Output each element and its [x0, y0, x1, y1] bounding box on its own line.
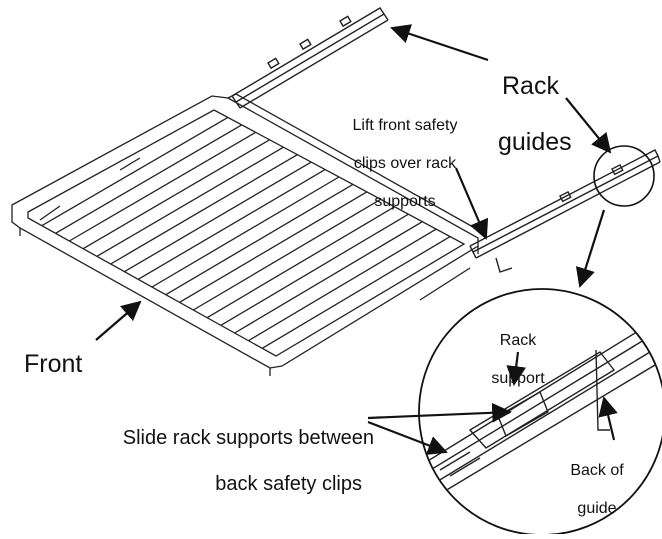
rack-wire — [82, 139, 270, 250]
rack-wire — [234, 221, 423, 334]
label-lift-front-safety-clips: Lift front safety clips over rack suppor… — [330, 97, 480, 230]
arrow-front — [95, 300, 142, 341]
rack-wire — [69, 131, 256, 242]
label-back-of-guide: Back of guide — [552, 442, 642, 537]
callout-arrows — [95, 24, 618, 455]
label-rack-guides-line2: guides — [498, 128, 572, 156]
rack-wire — [193, 198, 381, 311]
rack-wire — [55, 124, 243, 234]
label-lift-line1: Lift front safety — [352, 117, 458, 134]
label-rack-guides: Rack guides — [498, 44, 608, 184]
label-slide-rack-supports: Slide rack supports between back safety … — [44, 404, 374, 519]
rack-wire — [261, 235, 451, 349]
label-front: Front — [24, 322, 82, 378]
label-lift-line2: clips over rack — [353, 155, 457, 172]
rack-wires — [41, 116, 451, 349]
label-rack-support-line1: Rack — [499, 332, 537, 349]
left-rack-guide — [231, 7, 389, 109]
arrow-rack-support — [506, 351, 527, 386]
label-back-of-guide-line2: guide — [577, 500, 617, 517]
label-rack-guides-line1: Rack — [502, 72, 559, 100]
arrow-lift-clips — [454, 167, 489, 240]
arrow-ring-to-magnifier — [575, 209, 606, 288]
arrow-rack-guides-right — [565, 97, 612, 154]
label-lift-line3: supports — [374, 193, 436, 210]
rack-wire — [220, 213, 409, 326]
oven-rack — [11, 93, 483, 376]
rack-wire — [165, 183, 354, 296]
label-slide-line1: Slide rack supports between — [122, 427, 374, 449]
rack-wire — [151, 176, 340, 288]
label-rack-support-line2: support — [491, 370, 545, 387]
arrow-back-of-guide — [598, 396, 618, 441]
label-rack-support: Rack support — [468, 312, 568, 407]
rack-wire — [248, 228, 437, 342]
detail-ring — [593, 145, 655, 207]
arrow-rack-guides-left — [390, 24, 489, 62]
arrow-slide-2 — [367, 420, 448, 455]
label-back-of-guide-line1: Back of — [570, 462, 624, 479]
rack-wire — [179, 191, 368, 303]
label-slide-line2: back safety clips — [215, 473, 362, 495]
rack-wire — [110, 154, 298, 265]
rack-wire — [206, 206, 395, 319]
rack-wire — [96, 146, 284, 257]
rack-wire — [137, 168, 326, 280]
rack-wire — [41, 116, 229, 227]
arrow-slide-1 — [367, 402, 512, 423]
magnifier-circle — [418, 288, 662, 536]
label-front-text: Front — [24, 350, 83, 378]
rack-wire — [124, 161, 312, 273]
